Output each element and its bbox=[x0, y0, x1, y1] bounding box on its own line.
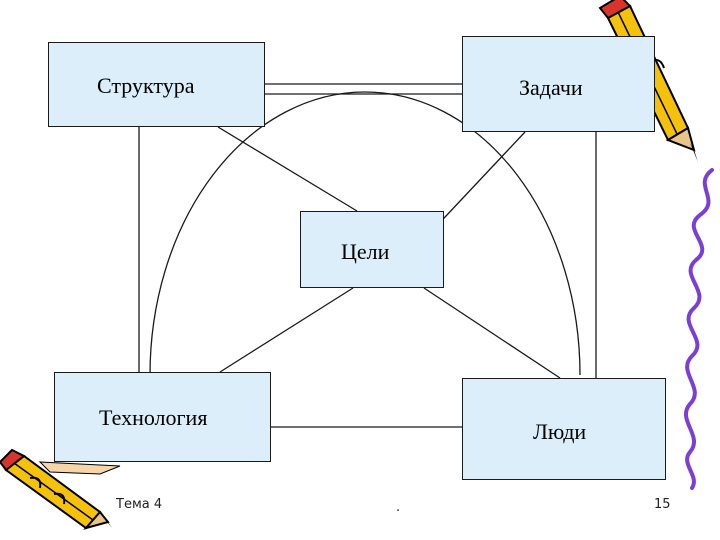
node-tasks: Задачи bbox=[462, 36, 655, 132]
node-goals-label: Цели bbox=[341, 239, 390, 264]
footer-center-mark: . bbox=[396, 500, 401, 515]
node-goals: Цели bbox=[300, 211, 444, 288]
node-people-label: Люди bbox=[533, 419, 587, 444]
pencil-icon-bottom bbox=[0, 448, 121, 530]
node-technology: Технология bbox=[54, 372, 271, 462]
footer-topic: Тема 4 bbox=[116, 497, 163, 512]
node-technology-label: Технология bbox=[99, 405, 208, 430]
line-structure-goals bbox=[217, 126, 358, 212]
line-goals-people bbox=[423, 287, 561, 379]
node-structure-label: Структура bbox=[97, 73, 195, 98]
arc-connector bbox=[149, 91, 581, 376]
node-structure: Структура bbox=[48, 42, 265, 127]
node-tasks-label: Задачи bbox=[519, 75, 583, 100]
decorative-squiggle bbox=[683, 168, 714, 490]
page-number: 15 bbox=[654, 497, 671, 512]
line-tasks-goals bbox=[429, 131, 526, 234]
line-goals-technology bbox=[219, 287, 354, 373]
node-people: Люди bbox=[462, 378, 666, 480]
